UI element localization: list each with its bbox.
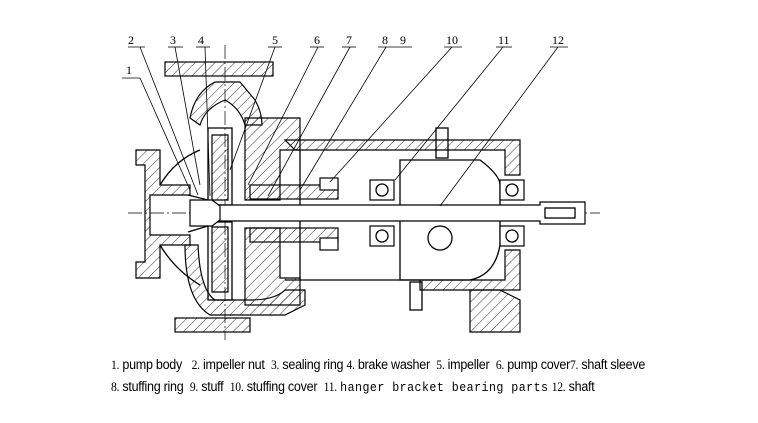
callout-1: 1 bbox=[126, 63, 132, 77]
legend-item-4: 4. brake washer bbox=[346, 357, 430, 372]
callout-6: 6 bbox=[314, 33, 320, 47]
legend-item-5: 5. impeller bbox=[436, 357, 490, 372]
legend-item-9: 9. stuff bbox=[189, 379, 224, 394]
bearings bbox=[369, 179, 525, 247]
legend-item-12: 12. shaft bbox=[551, 379, 595, 394]
callout-4: 4 bbox=[198, 33, 204, 47]
legend-item-2: 2. impeller nut bbox=[191, 357, 265, 372]
legend-item-1: 1. pump body bbox=[111, 357, 182, 372]
legend-item-7: 7. shaft sleeve bbox=[570, 357, 646, 372]
callout-3: 3 bbox=[170, 33, 176, 47]
callout-12: 12 bbox=[552, 33, 564, 47]
callout-7: 7 bbox=[346, 33, 352, 47]
shaft-shape bbox=[189, 199, 586, 227]
pump-cross-section-drawing: 1 2 3 4 5 6 7 8 9 10 11 12 bbox=[122, 33, 600, 340]
legend-item-6: 6. pump cover bbox=[495, 357, 571, 372]
callout-8: 8 bbox=[382, 33, 388, 47]
impeller-shape bbox=[187, 127, 233, 301]
callout-11: 11 bbox=[498, 33, 510, 47]
leader-lines bbox=[122, 46, 568, 207]
parts-legend: 1. pump body 2. impeller nut 3. sealing … bbox=[111, 354, 688, 399]
callout-2: 2 bbox=[128, 33, 134, 47]
callout-9: 9 bbox=[400, 33, 406, 47]
legend-item-11: 11. hanger bracket bearing parts bbox=[323, 380, 549, 395]
legend-item-3: 3. sealing ring bbox=[270, 357, 344, 372]
legend-item-8: 8. stuffing ring bbox=[111, 379, 184, 394]
legend-item-10: 10. stuffing cover bbox=[229, 379, 318, 394]
pump-cover-shape bbox=[244, 117, 301, 306]
callout-5: 5 bbox=[272, 33, 278, 47]
callout-10: 10 bbox=[446, 33, 458, 47]
